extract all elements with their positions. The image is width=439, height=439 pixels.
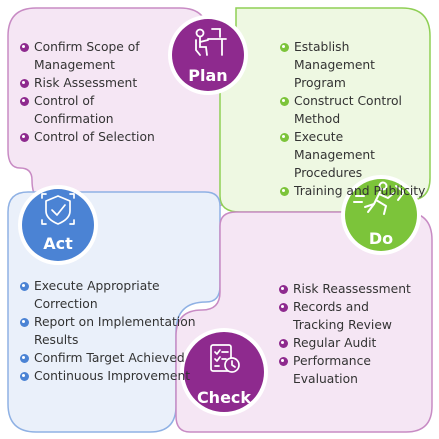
check-list: Risk Reassessment Records and Tracking R…: [279, 280, 419, 388]
plan-title: Plan: [188, 66, 228, 85]
act-item: Execute Appropriate Correction: [20, 277, 198, 313]
act-item: Confirm Target Achieved: [20, 349, 198, 367]
checklist-clock-icon: [210, 344, 240, 373]
act-item: Report on Implementation Results: [20, 313, 198, 349]
bullet-icon: [20, 354, 29, 363]
plan-list: Confirm Scope of Management Risk Assessm…: [20, 38, 175, 146]
bullet-icon: [280, 133, 289, 142]
act-list: Execute Appropriate Correction Report on…: [20, 277, 198, 385]
plan-item: Control of Confirmation: [20, 92, 175, 128]
bullet-icon: [280, 97, 289, 106]
person-at-desk-icon: [195, 28, 227, 56]
do-list: Establish Management Program Construct C…: [280, 38, 428, 200]
bullet-icon: [279, 285, 288, 294]
check-item: Records and Tracking Review: [279, 298, 419, 334]
check-item: Performance Evaluation: [279, 352, 419, 388]
bullet-icon: [279, 339, 288, 348]
bullet-icon: [20, 133, 29, 142]
bullet-icon: [280, 187, 289, 196]
plan-badge: [168, 15, 248, 95]
bullet-icon: [279, 303, 288, 312]
do-item: Execute Management Procedures: [280, 128, 428, 182]
bullet-icon: [20, 79, 29, 88]
act-badge: [18, 185, 98, 265]
bullet-icon: [20, 97, 29, 106]
act-item: Continuous Improvement: [20, 367, 198, 385]
bullet-icon: [280, 43, 289, 52]
plan-item: Risk Assessment: [20, 74, 175, 92]
do-item: Construct Control Method: [280, 92, 428, 128]
running-person-icon: [353, 181, 405, 215]
shield-check-icon: [41, 193, 75, 225]
do-title: Do: [368, 229, 394, 248]
check-item: Regular Audit: [279, 334, 419, 352]
check-badge: [180, 328, 268, 416]
bullet-icon: [279, 357, 288, 366]
act-title: Act: [43, 234, 73, 253]
check-item: Risk Reassessment: [279, 280, 419, 298]
bullet-icon: [20, 372, 29, 381]
bullet-icon: [20, 318, 29, 327]
bullet-icon: [20, 43, 29, 52]
plan-item: Confirm Scope of Management: [20, 38, 175, 74]
plan-item: Control of Selection: [20, 128, 175, 146]
do-item: Training and Publicity: [280, 182, 428, 200]
check-title: Check: [196, 388, 252, 407]
do-badge: [341, 175, 421, 255]
bullet-icon: [20, 282, 29, 291]
do-item: Establish Management Program: [280, 38, 428, 92]
